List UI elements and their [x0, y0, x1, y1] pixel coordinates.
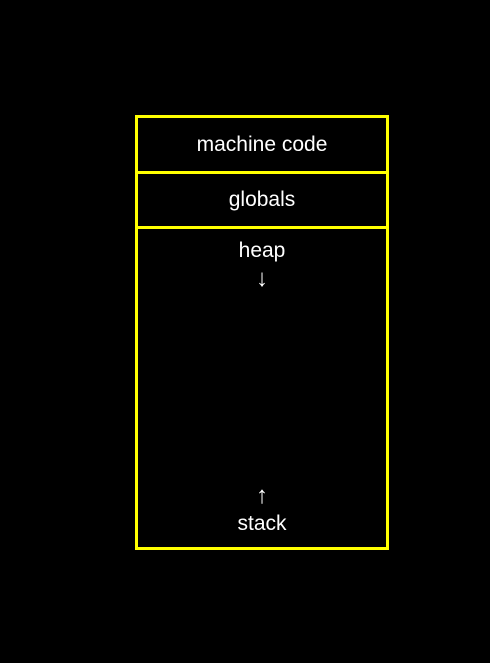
globals-label: globals	[228, 188, 296, 211]
machine-code-label: machine code	[196, 132, 328, 156]
up-arrow-icon: ↑	[256, 482, 268, 509]
machine-code-segment: machine code	[138, 118, 386, 174]
stack-label: stack	[237, 512, 287, 535]
heap-label: heap	[238, 239, 286, 262]
down-arrow-icon: ↓	[256, 265, 268, 292]
globals-segment: globals	[138, 174, 386, 229]
heap-stack-segment: heap ↓ ↑ stack	[138, 229, 386, 547]
memory-block: machine code globals heap ↓ ↑ stack	[135, 115, 389, 550]
